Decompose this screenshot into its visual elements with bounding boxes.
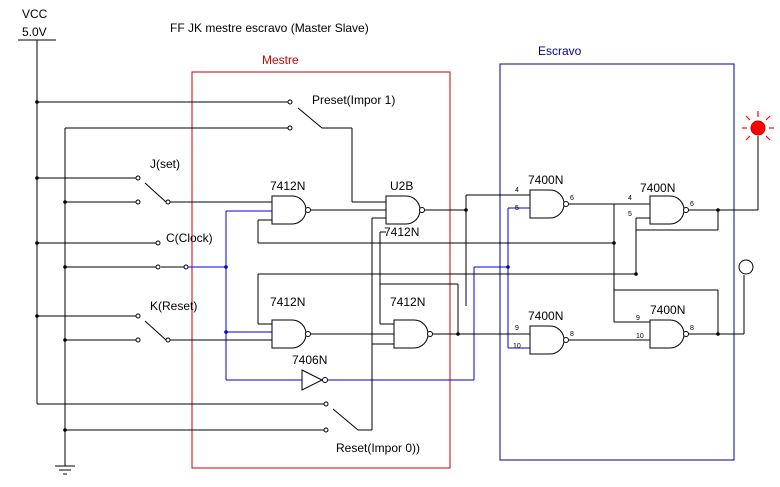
- slave-gate-4-label: 7400N: [650, 303, 685, 317]
- q-output-lamp: [742, 111, 774, 210]
- slave-gate-2-pin-a: 4: [628, 195, 632, 202]
- inverter-label: 7406N: [292, 353, 327, 367]
- ground-symbol: [55, 465, 75, 475]
- master-gate-u2b: [351, 128, 466, 225]
- slave-gate-3: [529, 325, 650, 355]
- master-section-box: [191, 71, 451, 469]
- master-gate-4: [258, 319, 394, 349]
- slave-gate-2: [635, 195, 758, 274]
- preset-switch-label: Preset(Impor 1): [312, 93, 395, 107]
- slave-gate-3-pin-a: 9: [515, 325, 519, 332]
- slave-gate-2-label: 7400N: [640, 181, 675, 195]
- rail-junctions: [35, 100, 67, 432]
- slave-feedback-wiring: [612, 204, 720, 336]
- slave-gate-4-pin-out: 8: [690, 325, 694, 332]
- master-gate-3-label: 7412N: [384, 225, 419, 239]
- k-switch-label: K(Reset): [150, 299, 197, 313]
- master-gate-1-label: 7412N: [270, 179, 305, 193]
- slave-gate-4-pin-a: 9: [636, 315, 640, 322]
- preset-switch[interactable]: [37, 99, 352, 131]
- vcc-label: VCC: [22, 7, 48, 21]
- slave-gate-2-pin-out: 6: [690, 201, 694, 208]
- q-not-output-lamp: [738, 259, 754, 334]
- slave-gate-3-pin-b: 10: [513, 343, 521, 350]
- page-title: FF JK mestre escravo (Master Slave): [170, 21, 369, 35]
- slave-gate-4: [614, 319, 744, 349]
- master-gate-1: [258, 195, 386, 225]
- j-switch-label: J(set): [150, 157, 180, 171]
- slave-gate-4-pin-b: 10: [636, 333, 644, 340]
- slave-section-box: [499, 63, 735, 461]
- slave-gate-3-label: 7400N: [528, 309, 563, 323]
- clock-network: [224, 207, 530, 381]
- slave-gate-3-pin-out: 8: [570, 331, 574, 338]
- slave-gate-1-pin-out: 6: [570, 195, 574, 202]
- slave-gate-1-label: 7400N: [528, 173, 563, 187]
- master-gate-4-label: 7412N: [270, 295, 305, 309]
- master-section-label: Mestre: [262, 53, 299, 67]
- clock-switch-label: C(Clock): [166, 231, 213, 245]
- reset-switch-label: Reset(Impor 0)): [336, 441, 420, 455]
- slave-gate-2-pin-b: 5: [628, 211, 632, 218]
- master-feedback-wiring: [257, 194, 636, 430]
- inverter-7406n: [301, 369, 328, 391]
- j-switch[interactable]: [37, 175, 272, 205]
- slave-gate-1-pin-a: 4: [515, 187, 519, 194]
- k-switch[interactable]: [37, 313, 272, 343]
- master-gate-5: [372, 319, 530, 349]
- clock-switch[interactable]: [37, 240, 226, 270]
- master-gate-5-label: 7412N: [390, 295, 425, 309]
- slave-gate-1-pin-b: 5: [515, 205, 519, 212]
- reset-switch[interactable]: [37, 401, 372, 433]
- vcc-value: 5.0V: [22, 25, 47, 39]
- slave-section-label: Escravo: [538, 44, 582, 58]
- master-gate-u2b-label: U2B: [390, 179, 413, 193]
- slave-gate-1: [529, 189, 650, 219]
